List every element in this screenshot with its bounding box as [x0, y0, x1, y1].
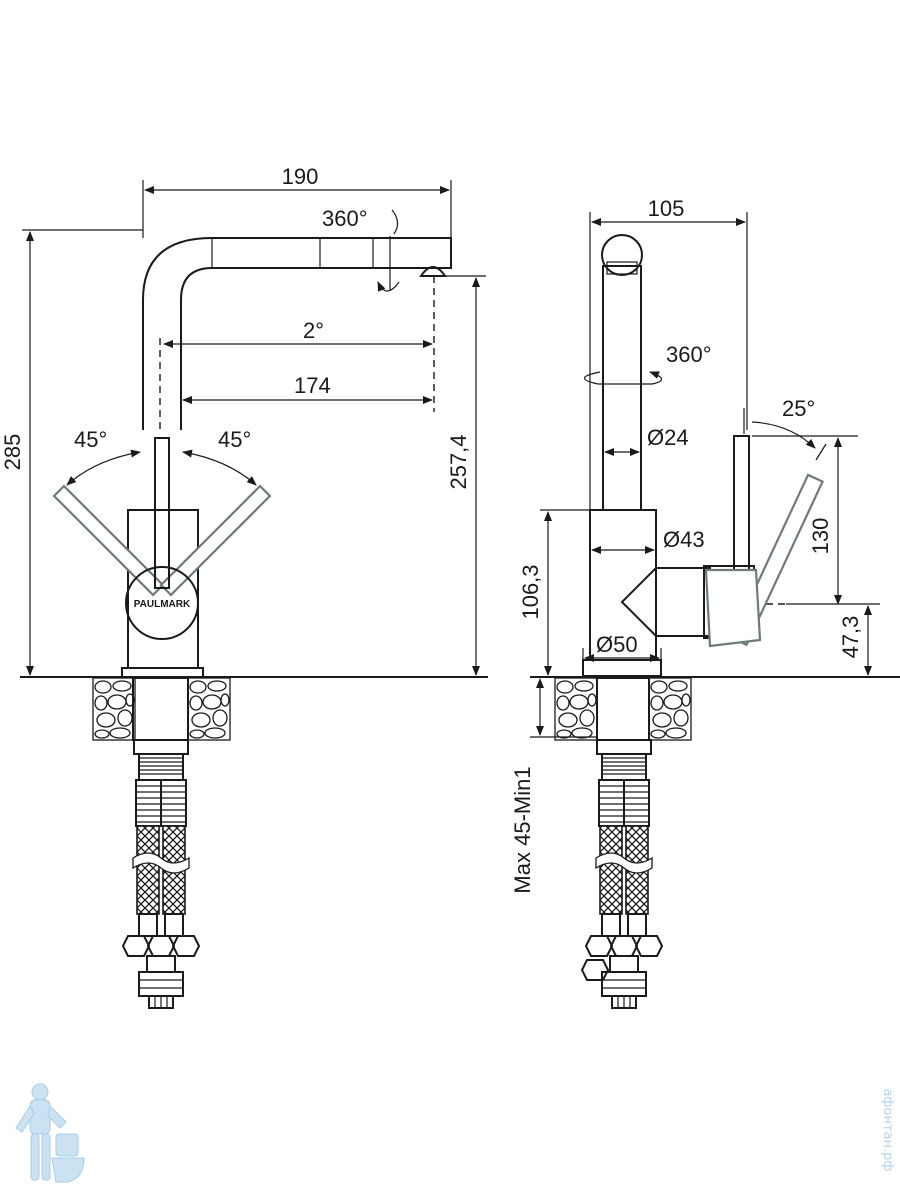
dim-width-front: 190 [282, 164, 319, 189]
dim-lever-height: 130 [808, 518, 833, 555]
dim-depth: 105 [648, 196, 685, 221]
dim-spout-height: 257,4 [446, 434, 471, 489]
plumber-mascot-icon [15, 1083, 85, 1183]
dim-lever-left: 45° [74, 427, 107, 452]
front-view: PAULMARK 190 360° 2° 174 285 257,4 [0, 164, 488, 1009]
watermark-text: афонтан.рф [880, 1088, 895, 1171]
dim-rotation-side: 360° [666, 342, 712, 367]
brand-logo: PAULMARK [134, 599, 191, 610]
lever-right-position [159, 484, 272, 597]
dim-reach: 174 [294, 373, 331, 398]
side-lever [733, 435, 750, 587]
dim-lever-axis-height: 47,3 [838, 616, 863, 659]
front-spout [142, 237, 452, 430]
dim-spout-diameter: Ø24 [647, 425, 689, 450]
side-spout-tube [602, 265, 642, 511]
dim-body-height: 106,3 [518, 564, 543, 619]
watermark: афонтан.рф [15, 1083, 895, 1183]
brand-medallion [125, 566, 199, 640]
dim-spout-angle: 2° [303, 318, 324, 343]
side-cartridge [620, 567, 711, 637]
dim-lever-tilt: 25° [782, 396, 815, 421]
dim-lever-right: 45° [218, 427, 251, 452]
side-view: 105 360° Ø24 Ø43 Ø50 25° 130 47,3 106,3 [510, 196, 900, 1009]
dim-rotation-front: 360° [322, 206, 368, 231]
dim-base-diameter: Ø50 [596, 632, 638, 657]
lever-left-position [52, 484, 165, 597]
lever-center [154, 437, 170, 589]
dim-total-height: 285 [0, 434, 25, 471]
dim-countertop-thickness: Max 45-Min1 [510, 766, 535, 893]
dim-body-diameter: Ø43 [663, 527, 705, 552]
side-spout-top [601, 234, 643, 276]
